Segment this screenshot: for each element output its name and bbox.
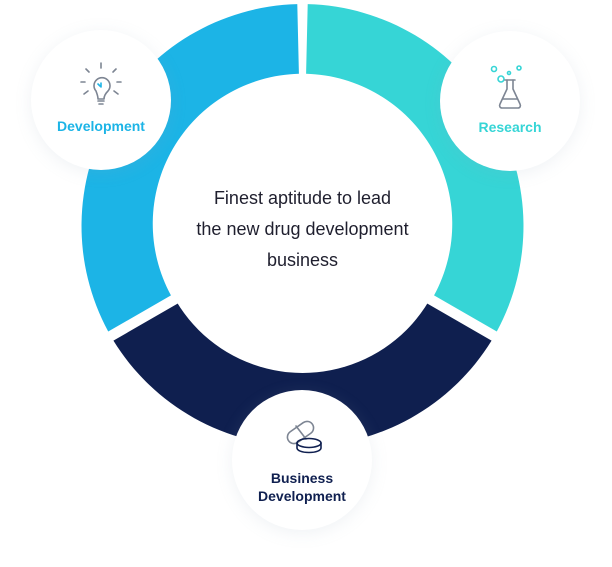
center-text-line-2: the new drug development (196, 219, 409, 239)
business-development-label-line-1: Business (270, 470, 334, 486)
pills-icon (286, 420, 322, 454)
center-text-line-3: business (266, 250, 339, 270)
business-development-label-line-2: Development (258, 488, 346, 504)
development-node (31, 30, 171, 170)
lightbulb-icon (80, 62, 122, 105)
business-development-segment (113, 303, 492, 447)
business-development-label: Business Development (232, 469, 372, 505)
center-text-line-1: Finest aptitude to lead (213, 188, 392, 208)
development-label: Development (31, 117, 171, 135)
center-circle (155, 79, 450, 373)
flask-icon (490, 65, 522, 109)
business-development-node (232, 390, 372, 530)
center-text: Finest aptitude to lead the new drug dev… (160, 183, 445, 276)
research-label-text: Research (478, 119, 542, 135)
development-label-text: Development (57, 118, 145, 134)
research-label: Research (440, 118, 580, 136)
research-node (440, 31, 580, 171)
